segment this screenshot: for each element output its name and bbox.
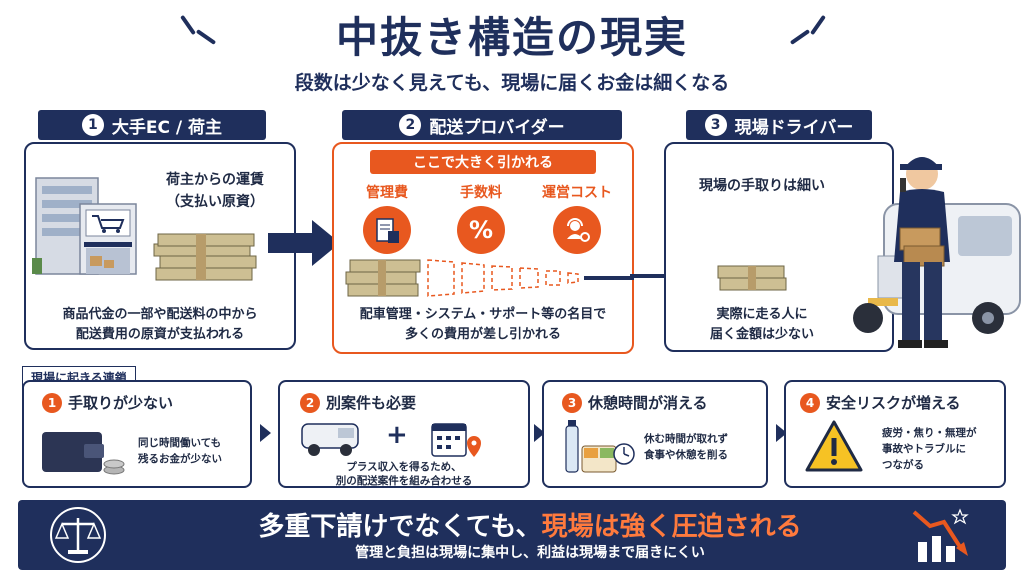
driver-with-van-illustration — [853, 157, 1021, 348]
wallet-coins-icon — [42, 432, 125, 475]
flow-arrow-icon — [268, 220, 340, 266]
bottle-lunchbox-clock-icon — [565, 420, 635, 473]
driver-desc-line2: 届く金額は少ない — [709, 327, 814, 342]
stage-number: 1 — [81, 114, 104, 136]
chain-item-heading: 1 手取りが少ない — [42, 392, 173, 413]
chain-arrow-icon — [260, 424, 271, 442]
support-gear-icon — [553, 206, 601, 254]
conclusion-subtext: 管理と負担は現場に集中し、利益は現場まで届きにくい — [355, 545, 705, 561]
conclusion-banner — [18, 500, 1006, 570]
chain-number: 3 — [562, 392, 582, 413]
chain-text-line1: 休む時間が取れず — [644, 433, 728, 445]
chain-text-line2: 残るお金が少ない — [138, 453, 222, 465]
chain-title: 別案件も必要 — [326, 394, 417, 412]
warehouse-building-icon — [32, 177, 137, 275]
chain-text-line3: つながる — [882, 459, 924, 471]
fee-label-operating: 運営コスト — [542, 185, 612, 201]
stage-tab-shipper: 1 大手EC / 荷主 — [38, 110, 266, 140]
shipper-fare-heading: 荷主からの運賃 — [166, 172, 264, 188]
deduction-banner: ここで大きく引かれる — [370, 150, 596, 174]
stage-tab-provider: 2 配送プロバイダー — [342, 110, 622, 140]
fee-label-commission: 手数料 — [460, 185, 502, 201]
page-subtitle: 段数は少なく見えても、現場に届くお金は細くなる — [294, 72, 730, 94]
delivery-van-icon — [301, 423, 359, 456]
warning-triangle-icon — [805, 420, 863, 472]
shipper-fare-subheading: （支払い原資） — [166, 194, 264, 210]
fee-label-management: 管理費 — [366, 185, 408, 201]
provider-desc-line1: 配車管理・システム・サポート等の名目で — [359, 307, 607, 322]
chain-text-line1: 疲労・焦り・無理が — [882, 427, 977, 439]
chain-title: 手取りが少ない — [68, 394, 174, 412]
chain-text-line2: 食事や休憩を削る — [644, 449, 728, 461]
shipper-desc-line2: 配送費用の原資が支払われる — [75, 327, 245, 342]
money-stack-small-icon — [717, 265, 787, 291]
clipboard-calculator-icon — [363, 206, 411, 254]
stage-number: 2 — [399, 114, 422, 136]
declining-chart-icon — [912, 508, 969, 562]
conclusion-headline-orange: 現場は強く圧迫される — [541, 512, 802, 542]
chain-arrow-icon — [534, 424, 545, 442]
driver-desc-line1: 実際に走る人に — [716, 307, 808, 322]
chain-number: 2 — [300, 392, 320, 413]
stage-tab-label: 大手EC / 荷主 — [111, 117, 223, 138]
shipper-desc-line1: 商品代金の一部や配送料の中から — [62, 307, 258, 322]
conclusion-headline: 多重下請けでなくても、現場は強く圧迫される — [140, 506, 920, 543]
percent-icon: % — [457, 206, 505, 254]
chain-number: 4 — [800, 392, 820, 413]
chain-text-line2: 別の配送案件を組み合わせる — [335, 475, 473, 487]
chain-text-line1: プラス収入を得るため、 — [346, 461, 462, 473]
chain-title: 安全リスクが増える — [826, 394, 961, 412]
chain-item-heading: 2 別案件も必要 — [300, 392, 416, 413]
page-title: 中抜き構造の現実 — [335, 13, 688, 62]
driver-heading: 現場の手取りは細い — [699, 178, 825, 194]
chain-title: 休憩時間が消える — [588, 394, 708, 412]
conclusion-headline-white: 多重下請けでなくても、 — [258, 512, 542, 542]
calendar-location-icon — [431, 423, 481, 457]
provider-desc-line2: 多くの費用が差し引かれる — [404, 327, 561, 342]
stage-number: 3 — [704, 114, 727, 136]
chain-text-line2: 事故やトラブルに — [882, 443, 966, 455]
stage-tab-label: 現場ドライバー — [734, 117, 854, 138]
stage-tab-driver: 3 現場ドライバー — [686, 110, 872, 140]
chain-item-heading: 4 安全リスクが増える — [800, 392, 961, 413]
percent-symbol: % — [468, 216, 494, 244]
chain-number: 1 — [42, 392, 62, 413]
money-stack-large-icon — [153, 233, 257, 281]
stage-tab-label: 配送プロバイダー — [429, 117, 565, 138]
chain-item-heading: 3 休憩時間が消える — [562, 392, 708, 413]
chain-text-line1: 同じ時間働いても — [138, 437, 222, 449]
chain-arrow-icon — [776, 424, 787, 442]
plus-sign: + — [386, 420, 408, 450]
balance-scale-icon — [50, 507, 106, 563]
money-stack-thinning-icon — [345, 259, 634, 297]
